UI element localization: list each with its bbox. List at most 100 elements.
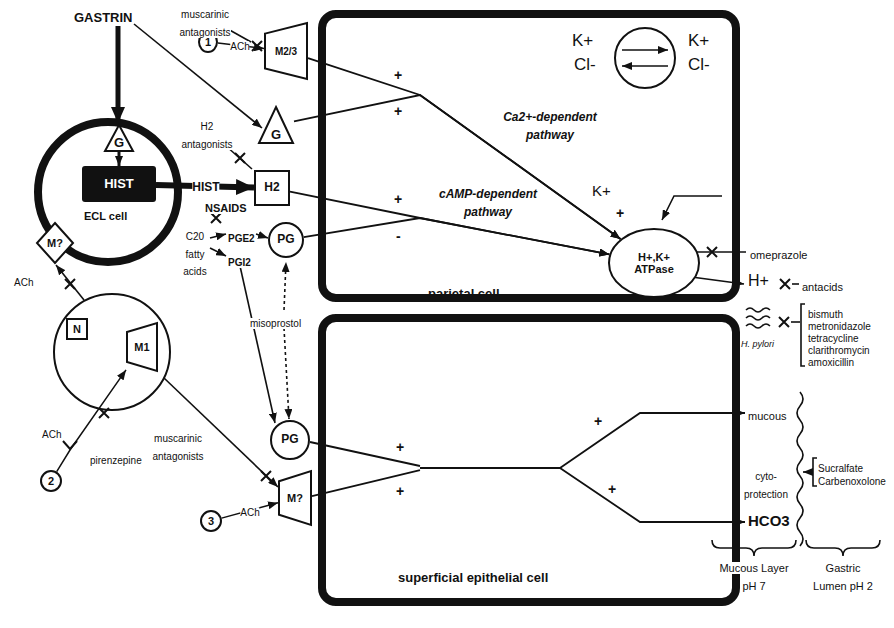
edge-label: HIST: [192, 180, 219, 194]
label-holder: mucous: [748, 406, 787, 424]
region-label: Gastric Lumen pH 2: [813, 562, 873, 592]
leader-line: [792, 283, 799, 285]
prostaglandin-receptor: PG: [268, 222, 304, 258]
brace: [806, 540, 880, 556]
bracket: [813, 458, 817, 486]
pathway-line: [560, 468, 745, 522]
label-holder: -: [396, 227, 401, 245]
block-mark: [252, 41, 262, 51]
muscarinic-receptor: M2/3: [264, 22, 308, 80]
label-holder: Cl-: [688, 56, 710, 75]
node-text: M1: [134, 341, 149, 353]
ion-arrow: [662, 196, 722, 220]
node-text: N: [73, 323, 81, 335]
mucous-boundary: [797, 392, 803, 546]
cotransporter-circle: [615, 28, 675, 88]
block-mark: [65, 279, 75, 289]
drug-label: H2 antagonists: [181, 121, 232, 150]
ion-arrow: [622, 49, 668, 51]
leader-line: [803, 471, 812, 473]
label-holder: +: [394, 66, 402, 84]
ion-label: H+: [748, 272, 769, 289]
muscarinic-receptor-shape: [279, 471, 311, 525]
muscarinic-receptor-shape: [37, 223, 73, 263]
prostaglandin-receptor: PG: [270, 420, 310, 460]
label-holder: PGE2: [228, 228, 255, 246]
block-mark: [780, 279, 790, 289]
drug-label: clarithromycin: [808, 345, 870, 356]
node-text: 3: [208, 515, 214, 527]
drug-label: Sucralfate: [818, 463, 863, 474]
drug-label: omeprazole: [750, 249, 807, 261]
gastrin-receptor: G: [104, 124, 134, 152]
drug-label: pirenzepine: [90, 455, 142, 466]
drug-label: muscarinic antagonists: [152, 433, 203, 462]
label-holder: ACh: [240, 502, 259, 520]
ion-arrow: [622, 65, 668, 67]
node-text: ECL cell: [84, 210, 127, 222]
sign-label: +: [616, 205, 624, 221]
label-holder: bismuth: [808, 304, 843, 322]
prostaglandin-receptor-shape: [271, 421, 309, 459]
label-holder: metronidazole: [808, 316, 871, 334]
ion-label: Cl-: [574, 55, 596, 74]
label-holder: pirenzepine: [90, 450, 142, 468]
mediator-label: PGE2: [228, 233, 255, 244]
mediator-label: PGI2: [228, 257, 251, 268]
proton-pump-shape: [609, 229, 699, 297]
ecl-cell-circle: ECL cellGHISTM?: [34, 118, 182, 266]
block-mark: [779, 317, 789, 327]
muscarinic-receptor: M?: [36, 222, 74, 264]
label-holder: H+: [748, 272, 769, 290]
sign-label: +: [396, 483, 404, 499]
ion-label: K+: [592, 182, 611, 199]
secretion-label: mucous: [748, 410, 787, 422]
ion-label: K+: [572, 31, 593, 50]
leader-line: [791, 321, 800, 323]
label-holder: muscarinic antagonists: [150, 428, 206, 463]
line-art: [54, 24, 880, 556]
gastrin-receptor-shape: [105, 125, 133, 151]
label-holder: +: [396, 438, 404, 456]
sign-label: +: [608, 481, 616, 497]
label-holder: K+: [592, 182, 611, 200]
label-holder: Cl-: [574, 56, 596, 75]
edge-label: ACh: [240, 507, 259, 518]
block-mark: [235, 153, 245, 163]
label-holder: muscarinic antagonists: [176, 4, 234, 39]
text-holder: parietal cell: [428, 284, 500, 302]
label-holder: H2 antagonists: [178, 116, 236, 151]
synthesis-arrow: [210, 248, 226, 256]
muscarinic-receptor-shape: [265, 23, 307, 79]
callout-number: 2: [40, 470, 62, 492]
block-mark: [261, 471, 271, 481]
region-label: Mucous Layer pH 7: [719, 562, 788, 592]
drug-arrow: [284, 262, 286, 310]
epithelial-cell: superficial epithelial cell: [318, 314, 740, 606]
label-holder: Ca2+-dependent pathway: [498, 107, 602, 142]
sign-label: +: [394, 103, 402, 119]
synthesis-arrow: [256, 234, 268, 238]
sign-label: +: [394, 191, 402, 207]
edge-label: cAMP-dependent pathway: [439, 187, 537, 219]
histamine-receptor: H2: [254, 170, 290, 206]
label-holder: K+: [572, 32, 593, 51]
bacteria-symbol: [746, 308, 770, 328]
callout-number-shape: [201, 511, 221, 531]
connector: [222, 503, 278, 518]
text-holder: ECL cell: [84, 206, 127, 224]
connector: [308, 58, 621, 239]
label-holder: misoprostol: [250, 313, 301, 331]
gastrin-receptor-shape: [259, 107, 293, 143]
label-holder: NSAIDS: [205, 198, 247, 216]
label-holder: ACh: [14, 272, 33, 290]
node-text: G: [114, 136, 124, 150]
muscarinic-receptor: M?: [278, 470, 312, 526]
pathway-line: [560, 413, 745, 468]
text-holder: superficial epithelial cell: [398, 568, 548, 586]
node-text: M2/3: [275, 46, 297, 57]
drug-label: metronidazole: [808, 321, 871, 332]
label-holder: K+: [688, 32, 709, 51]
label-holder: antacids: [802, 277, 843, 295]
